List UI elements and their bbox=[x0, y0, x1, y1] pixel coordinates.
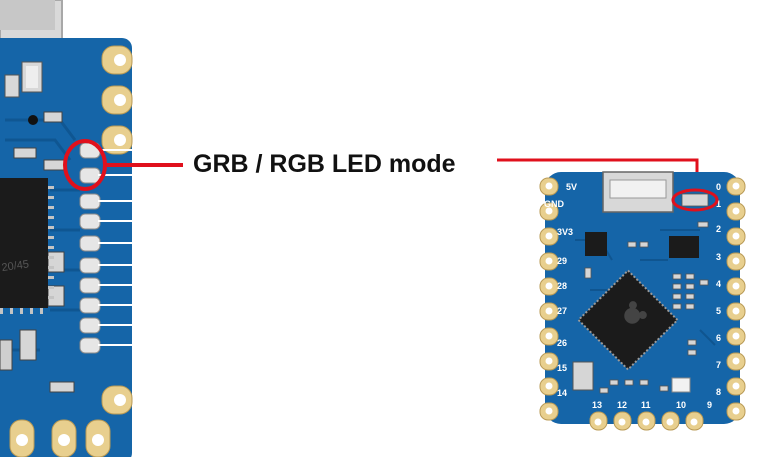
pin-label-4: 4 bbox=[716, 279, 721, 289]
pin-label-3: 3 bbox=[716, 252, 721, 262]
pin-label-9: 9 bbox=[707, 400, 712, 410]
pin-label-12: 12 bbox=[617, 400, 627, 410]
highlight-ring-board bbox=[671, 188, 719, 212]
pin-label-0: 0 bbox=[716, 182, 721, 192]
pin-label-5: 5 bbox=[716, 306, 721, 316]
smd-component bbox=[4, 74, 20, 98]
zoomed-board-detail: 20/45 bbox=[0, 0, 135, 457]
pin-label-5v: 5V bbox=[566, 182, 577, 192]
svg-text:20/45: 20/45 bbox=[1, 258, 30, 274]
pin-label-1: 1 bbox=[716, 199, 721, 209]
test-point bbox=[28, 115, 38, 125]
pin-label-8: 8 bbox=[716, 387, 721, 397]
pin-label-10: 10 bbox=[676, 400, 686, 410]
pin-label-7: 7 bbox=[716, 360, 721, 370]
pin-label-15: 15 bbox=[557, 363, 567, 373]
pin-label-13: 13 bbox=[592, 400, 602, 410]
rgb-led bbox=[671, 377, 691, 393]
mcu-chip bbox=[577, 269, 679, 371]
pin-label-6: 6 bbox=[716, 333, 721, 343]
callout-label: GRB / RGB LED mode bbox=[193, 150, 456, 178]
pin-label-29: 29 bbox=[557, 256, 567, 266]
resistor-array-zoomed bbox=[79, 142, 135, 354]
pin-label-11: 11 bbox=[641, 400, 651, 410]
pin-label-gnd: GND bbox=[544, 199, 565, 209]
pin-label-26: 26 bbox=[557, 338, 567, 348]
pin-label-14: 14 bbox=[557, 388, 567, 398]
pin-label-27: 27 bbox=[557, 306, 567, 316]
mcu-chip-zoomed bbox=[0, 178, 48, 308]
pin-label-3v3: 3V3 bbox=[557, 227, 573, 237]
pin-label-28: 28 bbox=[557, 281, 567, 291]
full-board: 5V GND 3V3 29 28 27 26 15 14 0 1 2 3 4 5… bbox=[539, 171, 746, 431]
pin-label-2: 2 bbox=[716, 224, 721, 234]
